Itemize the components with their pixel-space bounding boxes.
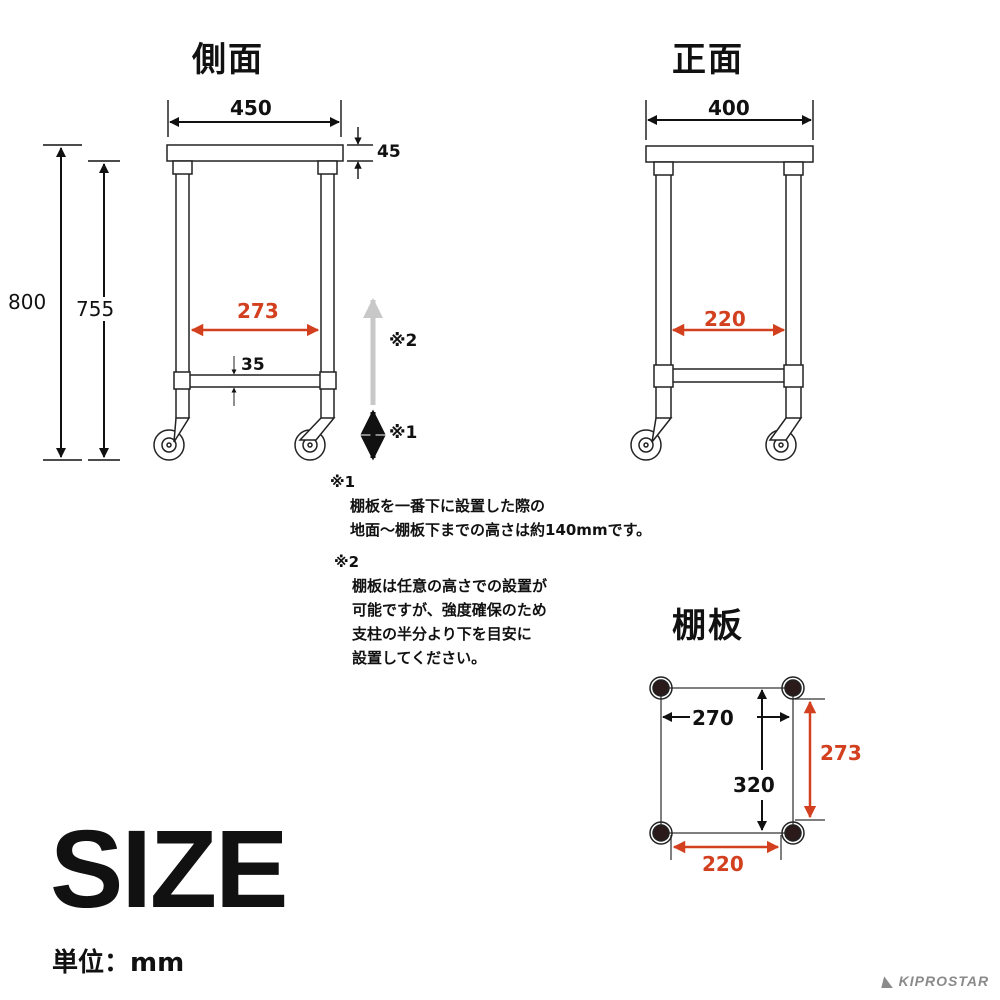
side-inner-width-label: 273 (237, 299, 279, 323)
note1-marker: ※1 (389, 423, 418, 443)
note1-label: ※1 (330, 473, 356, 491)
note1-line: 棚板を一番下に設置した際の (350, 497, 546, 515)
shelf-post-icons (649, 676, 805, 845)
note2-line: 可能ですが、強度確保のため (352, 601, 547, 619)
shelf-inner-width-red-label: 220 (702, 852, 744, 876)
shelf-inner-width-label: 270 (690, 706, 736, 730)
side-width-label: 450 (230, 96, 272, 120)
side-top-thickness-label: 45 (377, 142, 401, 162)
front-width-label: 400 (708, 96, 750, 120)
note2-line: 支柱の半分より下を目安に (352, 625, 532, 643)
note2-marker: ※2 (389, 331, 418, 351)
note1-line: 地面～棚板下までの高さは約140mmです。 (350, 521, 652, 539)
note2: ※2 棚板は任意の高さでの設置が 可能ですが、強度確保のため 支柱の半分より下を… (334, 550, 547, 670)
size-heading: SIZE (50, 808, 288, 931)
shelf-inner-depth-label: 273 (820, 741, 862, 765)
front-view-drawing (630, 100, 814, 461)
note2-line: 設置してください。 (352, 649, 487, 667)
front-inner-width-label: 220 (704, 307, 746, 331)
front-view-title: 正面 (672, 40, 744, 80)
unit-label: 単位：mm (52, 948, 185, 978)
side-view-title: 側面 (192, 40, 264, 80)
shelf-thickness-label: 35 (241, 355, 265, 375)
side-view-drawing (153, 100, 373, 461)
note2-label: ※2 (334, 553, 360, 571)
brand-mark-icon: ◣ (882, 973, 899, 989)
note2-line: 棚板は任意の高さでの設置が (352, 577, 548, 595)
brand-logo: ◣ KIPROSTAR (882, 973, 989, 990)
total-height-label: 800 (8, 290, 47, 314)
note1: ※1 棚板を一番下に設置した際の 地面～棚板下までの高さは約140mmです。 (330, 470, 651, 542)
shelf-depth-label: 320 (731, 773, 777, 797)
shelf-view-title: 棚板 (672, 606, 744, 646)
brand-name: KIPROSTAR (898, 973, 990, 989)
leg-height-label: 755 (76, 297, 115, 321)
